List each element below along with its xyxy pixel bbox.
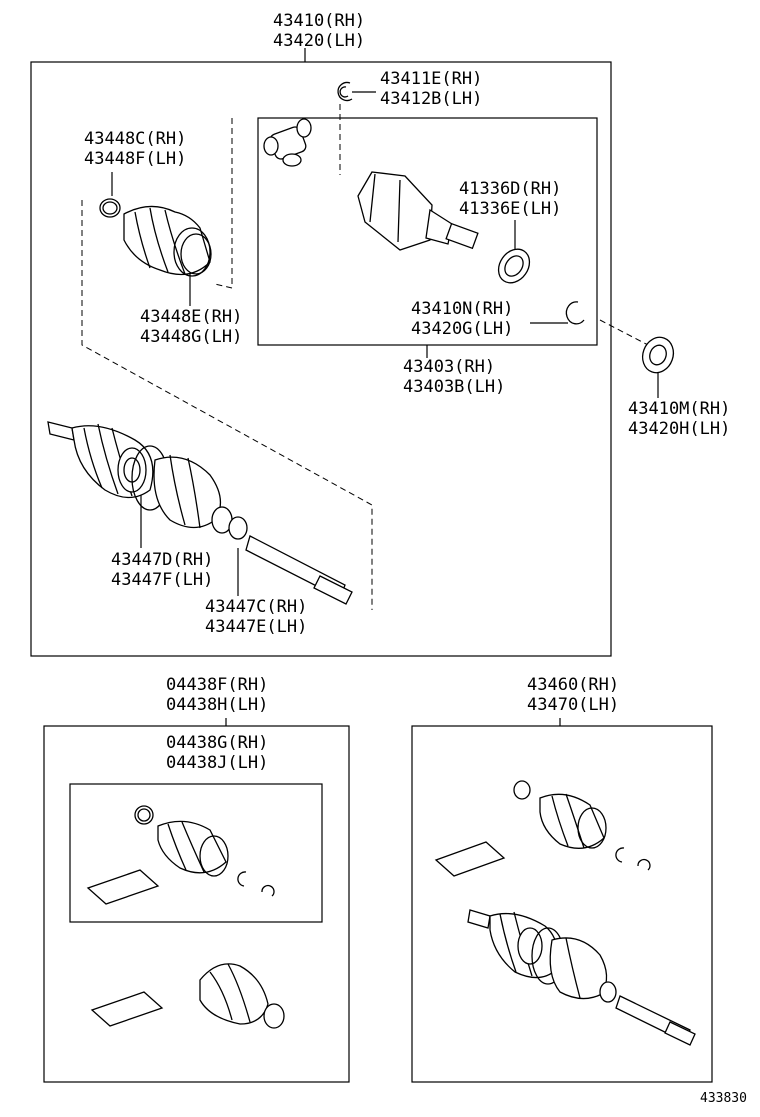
label-top-assembly: 43410(RH) 43420(LH) — [273, 11, 365, 51]
label-boot-clamp-outer-large: 43448E(RH) 43448G(LH) — [140, 307, 242, 347]
label-boot-kit-inner: 04438G(RH) 04438J(LH) — [166, 733, 268, 773]
boot-clamp-small-icon[interactable] — [99, 198, 121, 218]
svg-text:43420(LH): 43420(LH) — [273, 31, 365, 51]
svg-text:43410M(RH): 43410M(RH) — [628, 399, 730, 419]
label-snap-ring-a: 43411E(RH) 43412B(LH) — [380, 69, 482, 109]
label-boot-clamp-outer-small: 43448C(RH) 43448F(LH) — [84, 129, 186, 169]
svg-text:43411E(RH): 43411E(RH) — [380, 69, 482, 89]
snap-ring-icon[interactable] — [337, 81, 353, 102]
label-oil-seal-inner: 41336D(RH) 41336E(LH) — [459, 179, 561, 219]
svg-text:43447E(LH): 43447E(LH) — [205, 617, 307, 637]
boot-kit-inner-frame — [69, 783, 323, 923]
oil-seal-icon[interactable] — [492, 243, 536, 289]
svg-text:43447C(RH): 43447C(RH) — [205, 597, 307, 617]
svg-text:43410(RH): 43410(RH) — [273, 11, 365, 31]
label-snap-ring-b: 43410N(RH) 43420G(LH) — [411, 299, 513, 339]
svg-text:43447F(LH): 43447F(LH) — [111, 570, 213, 590]
svg-text:43448F(LH): 43448F(LH) — [84, 149, 186, 169]
boot-kit-outer-icon[interactable] — [86, 805, 275, 905]
svg-text:43470(LH): 43470(LH) — [527, 695, 619, 715]
boot-kit-frame — [43, 725, 350, 1083]
drive-shaft-assembly-frame — [30, 61, 612, 657]
svg-text:04438J(LH): 04438J(LH) — [166, 753, 268, 773]
label-boot-kit-outer: 04438F(RH) 04438H(LH) — [166, 675, 268, 715]
dust-deflector-icon[interactable] — [638, 333, 679, 377]
outboard-shaft-icon[interactable] — [467, 909, 696, 1046]
svg-text:04438F(RH): 04438F(RH) — [166, 675, 268, 695]
svg-text:43460(RH): 43460(RH) — [527, 675, 619, 695]
svg-text:04438G(RH): 04438G(RH) — [166, 733, 268, 753]
label-inboard-joint-assy: 43403(RH) 43403B(LH) — [403, 357, 505, 397]
label-boot-clamp-inner-small: 43447C(RH) 43447E(LH) — [205, 597, 307, 637]
inboard-joint-housing-icon[interactable] — [357, 171, 479, 251]
svg-text:41336E(LH): 41336E(LH) — [459, 199, 561, 219]
tripod-joint-icon[interactable] — [263, 118, 312, 167]
boot-kit-inner-icon[interactable] — [90, 963, 285, 1029]
svg-text:43447D(RH): 43447D(RH) — [111, 550, 213, 570]
svg-text:41336D(RH): 41336D(RH) — [459, 179, 561, 199]
outboard-kit-icon[interactable] — [434, 780, 651, 877]
svg-text:04438H(LH): 04438H(LH) — [166, 695, 268, 715]
leader-lines — [111, 48, 659, 726]
svg-text:43448C(RH): 43448C(RH) — [84, 129, 186, 149]
label-dust-deflector: 43410M(RH) 43420H(LH) — [628, 399, 730, 439]
snap-ring-b-icon[interactable] — [565, 301, 585, 325]
boot-icon[interactable] — [123, 205, 212, 277]
outboard-joint-frame — [411, 725, 713, 1083]
svg-text:43412B(LH): 43412B(LH) — [380, 89, 482, 109]
svg-text:43403(RH): 43403(RH) — [403, 357, 495, 377]
drive-shaft-icon[interactable] — [47, 421, 353, 605]
svg-text:43448G(LH): 43448G(LH) — [140, 327, 242, 347]
svg-text:43420H(LH): 43420H(LH) — [628, 419, 730, 439]
phantom-lines — [81, 104, 649, 610]
label-outboard-joint-assy: 43460(RH) 43470(LH) — [527, 675, 619, 715]
svg-text:43420G(LH): 43420G(LH) — [411, 319, 513, 339]
svg-text:43403B(LH): 43403B(LH) — [403, 377, 505, 397]
svg-text:43448E(RH): 43448E(RH) — [140, 307, 242, 327]
label-boot-clamp-inner-large: 43447D(RH) 43447F(LH) — [111, 550, 213, 590]
figure-code: 433830 — [700, 1091, 747, 1106]
svg-text:43410N(RH): 43410N(RH) — [411, 299, 513, 319]
